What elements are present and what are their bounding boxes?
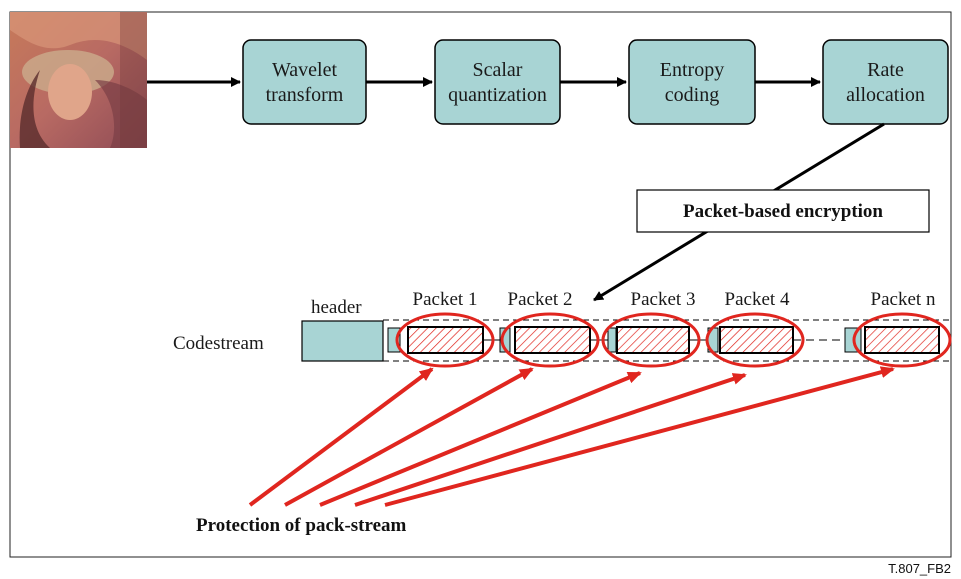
stage-entropy-coding: Entropy coding [628,39,756,125]
photo-thumbnail-icon [10,12,147,148]
packet-1 [387,326,500,354]
stage-label-line1: Entropy [660,59,724,81]
stage-label-line1: Rate [867,59,904,81]
packet-highlight-4 [705,312,805,368]
packet-label-1: Packet 1 [413,289,478,310]
header-label: header [311,297,362,318]
packet-label-3: Packet 3 [631,289,696,310]
stage-scalar-quantization: Scalar quantization [434,39,561,125]
packet-label-4: Packet 4 [725,289,790,310]
packet-highlight-3 [601,312,701,368]
packet-highlight-1 [395,312,495,368]
stage-label-line1: Wavelet [272,59,337,81]
packet-label-2: Packet 2 [508,289,573,310]
stage-label-line2: allocation [846,84,925,106]
stage-label-line2: transform [266,84,344,106]
figure-frame [9,11,952,558]
protection-arrow-1 [248,367,434,507]
codestream-label: Codestream [173,333,264,354]
packet-4 [707,326,845,354]
packet-3 [607,326,708,354]
packet-n [844,326,940,354]
figure-tag: T.807_FB2 [888,561,951,576]
packet-highlight-2 [500,312,600,368]
stage-label-line2: quantization [448,84,547,106]
packet-encryption-label: Packet-based encryption [683,201,883,222]
stage-rate-allocation: Rate allocation [822,39,949,125]
protection-arrow-n [384,366,895,507]
protection-arrow-3 [319,371,642,507]
stage-label-line2: coding [665,84,719,106]
protection-arrow-4 [354,373,747,507]
packet-highlight-n [852,312,952,368]
stage-label-line1: Scalar [473,59,523,81]
packet-2 [499,326,608,354]
packet-label-n: Packet n [871,289,936,310]
header-block [301,320,384,362]
stage-wavelet-transform: Wavelet transform [242,39,367,125]
packet-encryption-box: Packet-based encryption [636,189,930,233]
protection-label: Protection of pack-stream [196,515,407,536]
protection-arrow-2 [284,367,534,507]
